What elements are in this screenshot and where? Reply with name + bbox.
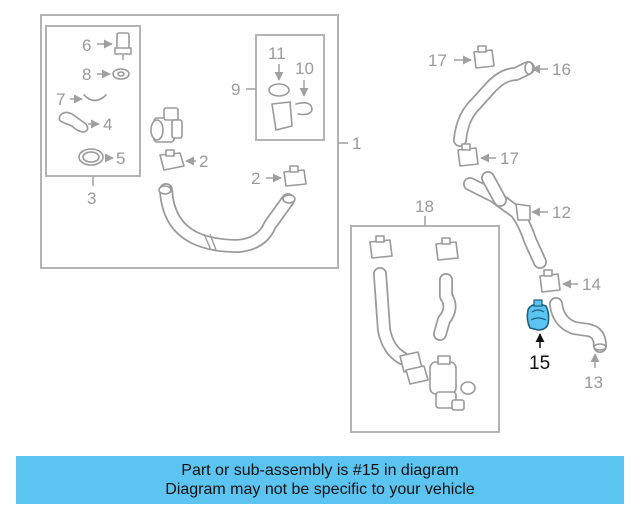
- callout-15[interactable]: 15: [529, 353, 550, 374]
- part-11-seal[interactable]: [268, 83, 293, 131]
- box-18-pump: [429, 355, 476, 411]
- part-12-pipe-bracket[interactable]: [463, 171, 547, 269]
- info-banner: Part or sub-assembly is #15 in diagram D…: [16, 456, 624, 504]
- banner-line-1: Part or sub-assembly is #15 in diagram: [181, 462, 459, 479]
- box-18-long-hose: [373, 267, 409, 365]
- box-18-short-hose: [433, 273, 457, 341]
- assembly-box-1: [40, 14, 339, 269]
- callout-10[interactable]: 10: [295, 59, 314, 78]
- part-14-clamp[interactable]: [539, 269, 561, 293]
- callout-14[interactable]: 14: [582, 275, 601, 294]
- box-18-clamp-lower: [399, 351, 429, 385]
- box-18-clamp-left: [369, 235, 393, 259]
- callout-9[interactable]: 9: [231, 80, 240, 99]
- callout-17a[interactable]: 17: [428, 51, 447, 70]
- part-15-hose-clamp[interactable]: [526, 299, 550, 331]
- part-2-clamp-b[interactable]: [283, 165, 307, 187]
- part-8-washer[interactable]: [112, 68, 130, 80]
- part-13-hose[interactable]: [549, 297, 607, 353]
- assembly-box-9: [255, 34, 325, 141]
- part-17-clamp-b[interactable]: [457, 143, 479, 167]
- callout-17b[interactable]: 17: [500, 149, 519, 168]
- parts-diagram: 1 3 6 8 7 4 5 2: [40, 14, 607, 433]
- part-6-sensor[interactable]: [114, 32, 132, 60]
- box-18-clamp-right: [435, 237, 459, 261]
- callout-1[interactable]: 1: [352, 134, 361, 153]
- callout-7[interactable]: 7: [56, 90, 65, 109]
- callout-18[interactable]: 18: [415, 197, 434, 216]
- part-1-coolant-hose: [158, 183, 296, 253]
- part-16-pipe[interactable]: [453, 61, 535, 147]
- callout-2a[interactable]: 2: [199, 152, 208, 171]
- callout-8[interactable]: 8: [82, 65, 91, 84]
- callout-6[interactable]: 6: [82, 36, 91, 55]
- part-7-clip[interactable]: [83, 94, 107, 102]
- callout-11[interactable]: 11: [268, 44, 286, 63]
- callout-16[interactable]: 16: [552, 60, 571, 79]
- part-10-clip[interactable]: [295, 102, 313, 116]
- callout-3[interactable]: 3: [87, 189, 96, 208]
- callout-4[interactable]: 4: [103, 115, 112, 134]
- banner-line-2: Diagram may not be specific to your vehi…: [165, 481, 475, 498]
- part-4-gasket[interactable]: [58, 111, 89, 133]
- part-17-clamp-a[interactable]: [473, 45, 495, 69]
- part-2-clamp-a[interactable]: [159, 149, 185, 171]
- callout-5[interactable]: 5: [116, 149, 125, 168]
- thermostat-housing: [150, 107, 183, 143]
- callout-12[interactable]: 12: [552, 203, 571, 222]
- callout-13[interactable]: 13: [584, 373, 603, 392]
- callout-2b[interactable]: 2: [251, 169, 260, 188]
- part-5-o-ring[interactable]: [78, 148, 104, 166]
